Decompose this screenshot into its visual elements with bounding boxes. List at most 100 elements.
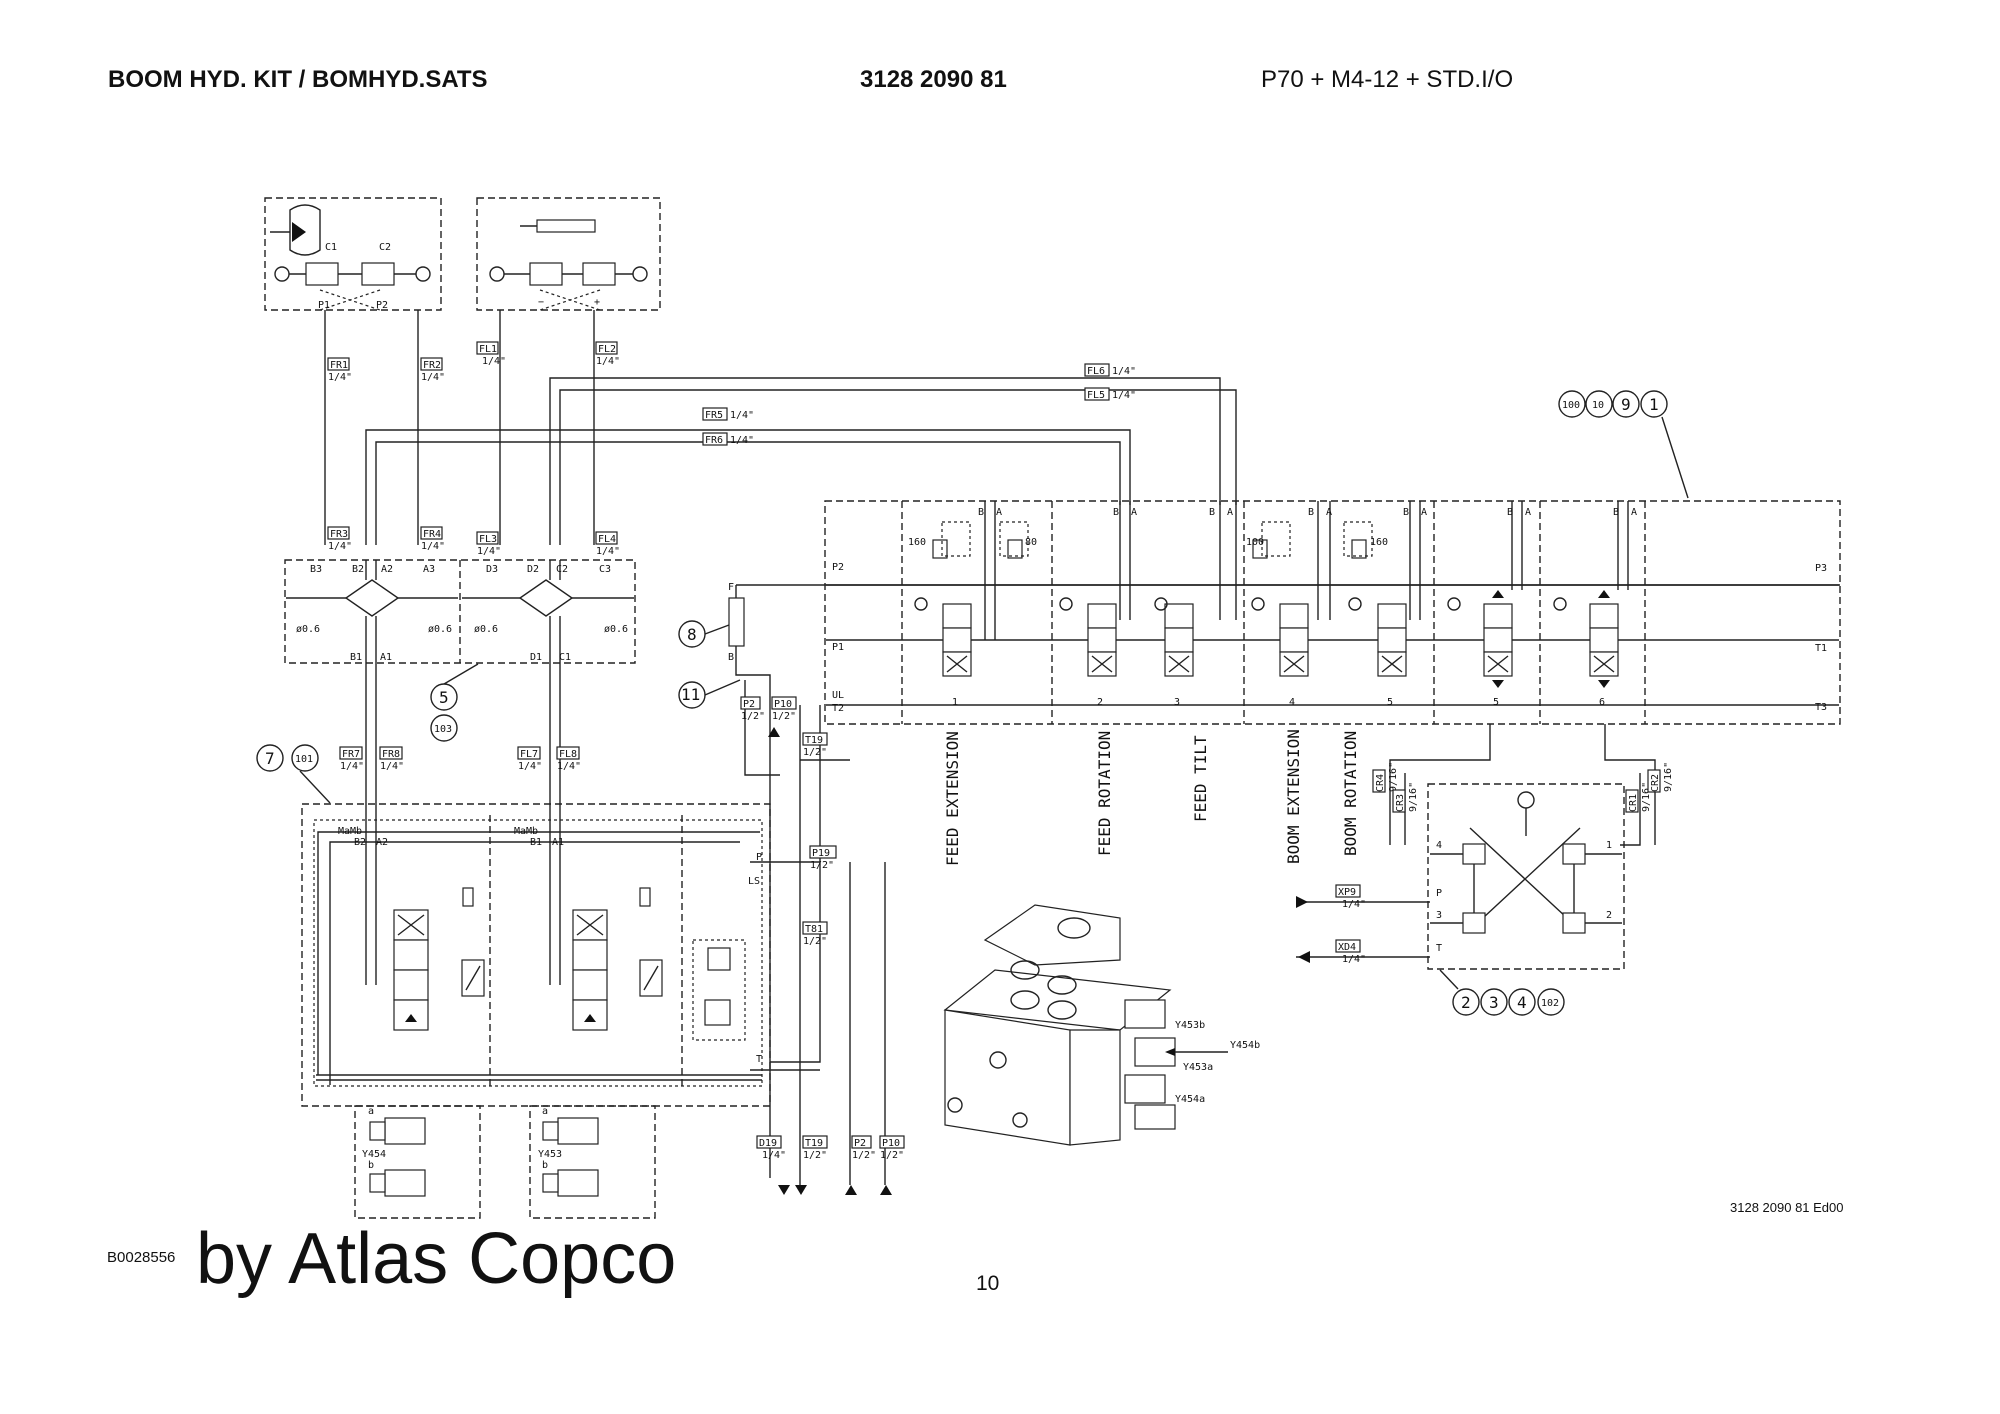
svg-text:FL2: FL2 — [598, 344, 616, 355]
svg-text:1: 1 — [952, 697, 958, 708]
svg-text:160: 160 — [1370, 537, 1388, 548]
svg-text:FL7: FL7 — [520, 749, 538, 760]
svg-text:1/4": 1/4" — [557, 761, 581, 772]
svg-text:A: A — [1131, 507, 1137, 518]
svg-text:b: b — [542, 1160, 548, 1171]
svg-text:FR6: FR6 — [705, 435, 723, 446]
svg-text:B: B — [1507, 507, 1513, 518]
svg-text:1/2": 1/2" — [803, 747, 827, 758]
svg-text:FR7: FR7 — [342, 749, 360, 760]
svg-text:1/2": 1/2" — [741, 711, 765, 722]
svg-text:a: a — [368, 1106, 374, 1117]
svg-text:ø0.6: ø0.6 — [428, 624, 452, 635]
svg-text:1/4": 1/4" — [477, 546, 501, 557]
svg-text:1/4": 1/4" — [1342, 899, 1366, 910]
balloon-101: 101 — [291, 744, 319, 772]
svg-text:A3: A3 — [423, 564, 435, 575]
balloon-102: 102 — [1537, 988, 1565, 1016]
svg-text:CR2: CR2 — [1650, 774, 1661, 792]
hose-lines-top — [324, 310, 1237, 545]
balloon-103: 103 — [430, 714, 458, 742]
svg-text:P1: P1 — [832, 642, 844, 653]
svg-text:1/4": 1/4" — [328, 372, 352, 383]
svg-text:P3: P3 — [1815, 563, 1827, 574]
double-check-valve-block: B3 B2 A2 A3 B1 A1 D3 D2 C2 C3 D1 C1 ø0.6… — [284, 559, 636, 664]
svg-text:D2: D2 — [527, 564, 539, 575]
svg-text:Y453a: Y453a — [1183, 1062, 1213, 1073]
balloon-7: 7 — [256, 744, 284, 772]
svg-text:B3: B3 — [310, 564, 322, 575]
svg-text:D1: D1 — [530, 652, 542, 663]
svg-text:CR3: CR3 — [1395, 794, 1406, 812]
svg-text:P2: P2 — [832, 562, 844, 573]
svg-text:A: A — [1421, 507, 1427, 518]
svg-text:FL6: FL6 — [1087, 366, 1105, 377]
svg-text:1/2": 1/2" — [810, 860, 834, 871]
rotation-actuator-assembly: C1 C2 P1 P2 — [264, 197, 442, 311]
svg-text:A1: A1 — [380, 652, 392, 663]
svg-text:P10: P10 — [774, 699, 792, 710]
svg-text:1/4": 1/4" — [421, 541, 445, 552]
port-p2: P2 — [376, 300, 388, 311]
svg-text:9/16": 9/16" — [1388, 762, 1399, 792]
svg-text:XD4: XD4 — [1338, 942, 1356, 953]
svg-text:101: 101 — [295, 754, 313, 765]
svg-text:T19: T19 — [805, 1138, 823, 1149]
tag-p2-a: P21/2" — [740, 696, 765, 722]
svg-text:2: 2 — [1606, 910, 1612, 921]
svg-text:3: 3 — [1436, 910, 1442, 921]
svg-text:LS: LS — [748, 876, 760, 887]
svg-text:10: 10 — [1592, 400, 1604, 411]
svg-text:a: a — [542, 1106, 548, 1117]
image-code: B0028556 — [107, 1249, 176, 1266]
svg-text:FL5: FL5 — [1087, 390, 1105, 401]
function-feed-tilt: FEED TILT — [1191, 735, 1210, 822]
svg-text:FL4: FL4 — [598, 534, 616, 545]
svg-text:FR2: FR2 — [423, 360, 441, 371]
solenoid-block-right: a b Y453 — [529, 1105, 656, 1219]
svg-text:1/4": 1/4" — [762, 1150, 786, 1161]
svg-text:102: 102 — [1541, 998, 1559, 1009]
svg-text:B: B — [978, 507, 984, 518]
lower-directional-valve-block: MaMb B2 A2 MaMb B1 A1 P LS T — [301, 803, 820, 1107]
balloon-100: 100 — [1558, 390, 1586, 418]
svg-text:FR3: FR3 — [330, 529, 348, 540]
tag-p2-b: P21/2" — [851, 1135, 876, 1161]
svg-text:Y453: Y453 — [538, 1149, 562, 1160]
valve-bank-3d-illustration: Y453b Y454b Y453a Y454a — [943, 904, 1260, 1146]
svg-text:MaMb: MaMb — [514, 826, 538, 837]
svg-text:D19: D19 — [759, 1138, 777, 1149]
svg-text:1/2": 1/2" — [772, 711, 796, 722]
port-p1: P1 — [318, 300, 330, 311]
svg-text:P10: P10 — [882, 1138, 900, 1149]
balloon-8: 8 — [678, 620, 730, 648]
svg-text:2: 2 — [1097, 697, 1103, 708]
svg-text:CR1: CR1 — [1628, 794, 1639, 812]
svg-text:T1: T1 — [1815, 643, 1827, 654]
balloon-9: 9 — [1612, 390, 1640, 418]
svg-text:9/16": 9/16" — [1663, 762, 1674, 792]
svg-text:1/4": 1/4" — [730, 410, 754, 421]
svg-text:1/4": 1/4" — [1342, 954, 1366, 965]
svg-text:Y454b: Y454b — [1230, 1040, 1260, 1051]
svg-text:B: B — [1209, 507, 1215, 518]
port-c1: C1 — [325, 242, 337, 253]
svg-text:1/2": 1/2" — [803, 1150, 827, 1161]
svg-text:3: 3 — [1174, 697, 1180, 708]
svg-text:ø0.6: ø0.6 — [474, 624, 498, 635]
svg-text:1/4": 1/4" — [596, 546, 620, 557]
